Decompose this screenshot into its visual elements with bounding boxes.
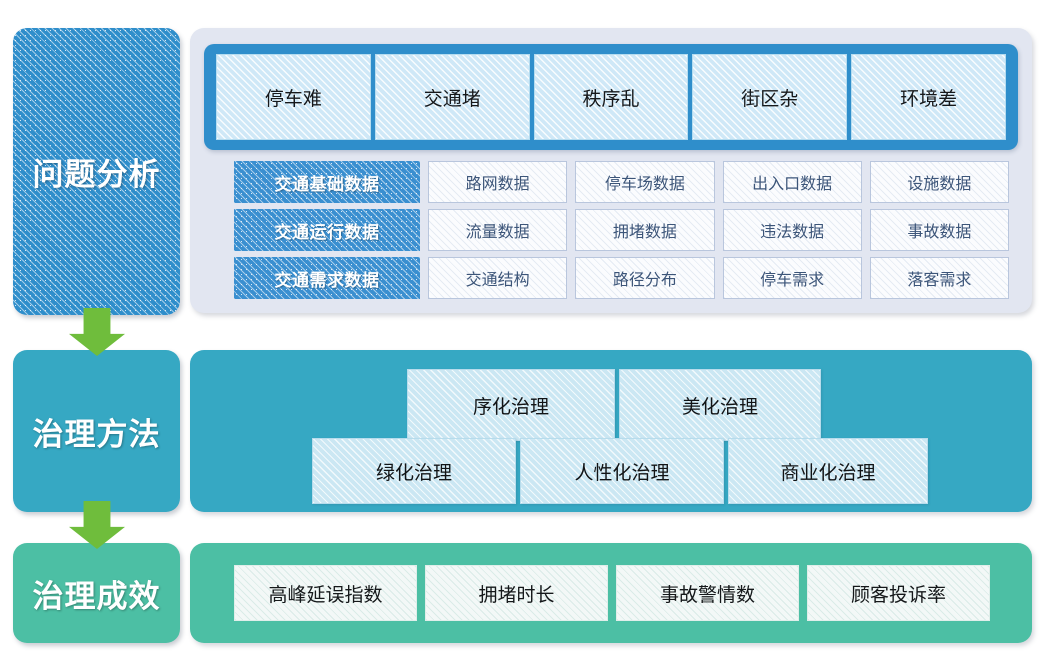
method-row-bottom: 绿化治理 人性化治理 商业化治理 bbox=[312, 438, 928, 504]
issue-label: 街区杂 bbox=[741, 87, 799, 110]
stage-label-method: 治理方法 bbox=[32, 416, 161, 453]
effect-indicator-box[interactable]: 顾客投诉率 bbox=[807, 565, 990, 621]
row-header-label: 交通基础数据 bbox=[274, 174, 380, 195]
data-cell-label: 拥堵数据 bbox=[612, 222, 677, 241]
issue-box[interactable]: 街区杂 bbox=[692, 54, 848, 140]
data-cell-label: 违法数据 bbox=[760, 222, 825, 241]
method-box[interactable]: 美化治理 bbox=[619, 369, 821, 441]
table-row: 交通基础数据 路网数据 停车场数据 出入口数据 设施数据 bbox=[234, 161, 1009, 203]
data-cell-label: 出入口数据 bbox=[752, 174, 833, 193]
effect-indicator-label: 事故警情数 bbox=[659, 583, 755, 606]
method-box[interactable]: 人性化治理 bbox=[520, 438, 724, 504]
effect-indicator-label: 高峰延误指数 bbox=[268, 583, 383, 606]
method-box[interactable]: 绿化治理 bbox=[312, 438, 516, 504]
issue-label: 交通堵 bbox=[423, 87, 481, 110]
data-cell-label: 路径分布 bbox=[612, 270, 677, 289]
problem-issue-strip: 停车难 交通堵 秩序乱 街区杂 环境差 bbox=[204, 44, 1018, 150]
effect-indicator-row: 高峰延误指数 拥堵时长 事故警情数 顾客投诉率 bbox=[234, 565, 990, 621]
data-cell-label: 交通结构 bbox=[465, 270, 530, 289]
issue-box[interactable]: 秩序乱 bbox=[533, 54, 689, 140]
data-cell[interactable]: 违法数据 bbox=[722, 209, 862, 251]
row-header-operation-data[interactable]: 交通运行数据 bbox=[234, 209, 420, 251]
issue-label: 环境差 bbox=[900, 87, 958, 110]
method-label: 人性化治理 bbox=[574, 461, 670, 484]
method-box[interactable]: 序化治理 bbox=[407, 369, 615, 441]
effect-indicator-box[interactable]: 事故警情数 bbox=[616, 565, 799, 621]
issue-box[interactable]: 交通堵 bbox=[374, 54, 530, 140]
method-label: 商业化治理 bbox=[780, 461, 876, 484]
data-cell-label: 流量数据 bbox=[465, 222, 530, 241]
data-cell-label: 停车场数据 bbox=[604, 174, 685, 193]
issue-label: 停车难 bbox=[264, 87, 322, 110]
method-label: 美化治理 bbox=[681, 395, 758, 418]
row-header-demand-data[interactable]: 交通需求数据 bbox=[234, 257, 420, 299]
table-row: 交通运行数据 流量数据 拥堵数据 违法数据 事故数据 bbox=[234, 209, 1009, 251]
data-cell[interactable]: 出入口数据 bbox=[722, 161, 862, 203]
data-cell[interactable]: 拥堵数据 bbox=[575, 209, 715, 251]
effect-indicator-label: 拥堵时长 bbox=[478, 583, 555, 606]
stage-card-method[interactable]: 治理方法 bbox=[13, 350, 180, 512]
data-cell[interactable]: 设施数据 bbox=[869, 161, 1009, 203]
stage-label-problem: 问题分析 bbox=[32, 157, 161, 193]
arrow-down-icon-problem-to-method bbox=[69, 308, 125, 356]
method-label: 序化治理 bbox=[472, 395, 549, 418]
data-cell[interactable]: 停车需求 bbox=[722, 257, 862, 299]
problem-data-grid: 交通基础数据 路网数据 停车场数据 出入口数据 设施数据 交通运行数据 bbox=[234, 161, 1009, 301]
data-cell[interactable]: 事故数据 bbox=[869, 209, 1009, 251]
stage-card-effect[interactable]: 治理成效 bbox=[13, 543, 180, 643]
issue-box[interactable]: 停车难 bbox=[216, 54, 371, 140]
row-header-basic-data[interactable]: 交通基础数据 bbox=[234, 161, 420, 203]
stage-card-problem[interactable]: 问题分析 bbox=[13, 28, 180, 315]
issue-label: 秩序乱 bbox=[582, 87, 640, 110]
panel-problem-analysis: 停车难 交通堵 秩序乱 街区杂 环境差 交通基础数据 路网数据 bbox=[190, 28, 1032, 313]
data-cell-label: 落客需求 bbox=[907, 270, 972, 289]
data-cell[interactable]: 路径分布 bbox=[575, 257, 715, 299]
data-cell-label: 路网数据 bbox=[465, 174, 530, 193]
panel-governance-methods: 序化治理 美化治理 绿化治理 人性化治理 商业化治理 bbox=[190, 350, 1032, 512]
effect-indicator-box[interactable]: 拥堵时长 bbox=[425, 565, 608, 621]
stage-label-effect: 治理成效 bbox=[32, 578, 161, 615]
data-cell[interactable]: 路网数据 bbox=[428, 161, 568, 203]
row-header-label: 交通运行数据 bbox=[274, 222, 380, 243]
method-label: 绿化治理 bbox=[375, 461, 452, 484]
data-cell[interactable]: 落客需求 bbox=[869, 257, 1009, 299]
panel-governance-effect: 高峰延误指数 拥堵时长 事故警情数 顾客投诉率 bbox=[190, 543, 1032, 643]
data-cell-label: 事故数据 bbox=[907, 222, 972, 241]
table-row: 交通需求数据 交通结构 路径分布 停车需求 落客需求 bbox=[234, 257, 1009, 299]
method-box[interactable]: 商业化治理 bbox=[728, 438, 928, 504]
data-cell-label: 设施数据 bbox=[907, 174, 972, 193]
data-cell[interactable]: 流量数据 bbox=[428, 209, 568, 251]
method-row-top: 序化治理 美化治理 bbox=[407, 369, 821, 441]
data-cell[interactable]: 停车场数据 bbox=[575, 161, 715, 203]
effect-indicator-box[interactable]: 高峰延误指数 bbox=[234, 565, 417, 621]
row-header-label: 交通需求数据 bbox=[274, 270, 380, 291]
effect-indicator-label: 顾客投诉率 bbox=[850, 583, 946, 606]
data-cell-label: 停车需求 bbox=[760, 270, 825, 289]
issue-box[interactable]: 环境差 bbox=[851, 54, 1006, 140]
data-cell[interactable]: 交通结构 bbox=[428, 257, 568, 299]
